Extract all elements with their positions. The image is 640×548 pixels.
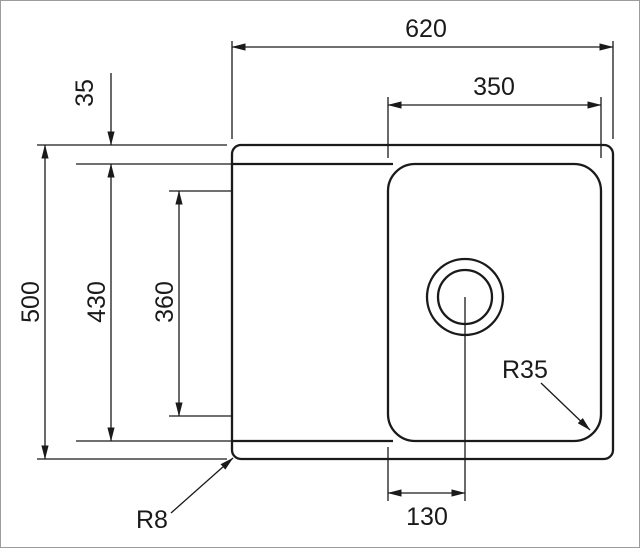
label-bowl-width: 350 bbox=[473, 73, 515, 101]
leader-bowl-radius bbox=[540, 382, 591, 431]
label-outer-corner-radius: R8 bbox=[136, 506, 168, 534]
dim-overall-width bbox=[231, 41, 614, 139]
label-drainer-length: 360 bbox=[151, 281, 179, 323]
dim-drainer-length bbox=[169, 190, 232, 417]
sink-geometry bbox=[230, 143, 615, 461]
label-overall-width: 620 bbox=[405, 15, 447, 43]
leader-line bbox=[170, 457, 234, 514]
bowl-outline bbox=[386, 162, 603, 443]
leader-line bbox=[540, 382, 591, 431]
dim-overall-height bbox=[37, 144, 227, 460]
dim-drain-offset bbox=[387, 297, 466, 501]
dimension-linework bbox=[37, 41, 614, 514]
label-inner-height: 430 bbox=[83, 281, 111, 323]
dim-inner-height bbox=[76, 163, 232, 442]
label-rim-offset: 35 bbox=[71, 79, 99, 107]
sink-outer-outline bbox=[230, 143, 615, 461]
label-drain-offset: 130 bbox=[406, 503, 448, 531]
label-overall-height: 500 bbox=[17, 281, 45, 323]
dimension-labels: 620 350 35 500 430 360 130 R35 R8 bbox=[17, 15, 548, 534]
dim-bowl-width bbox=[387, 97, 602, 158]
label-bowl-corner-radius: R35 bbox=[502, 356, 548, 384]
leader-outer-radius bbox=[170, 457, 234, 514]
